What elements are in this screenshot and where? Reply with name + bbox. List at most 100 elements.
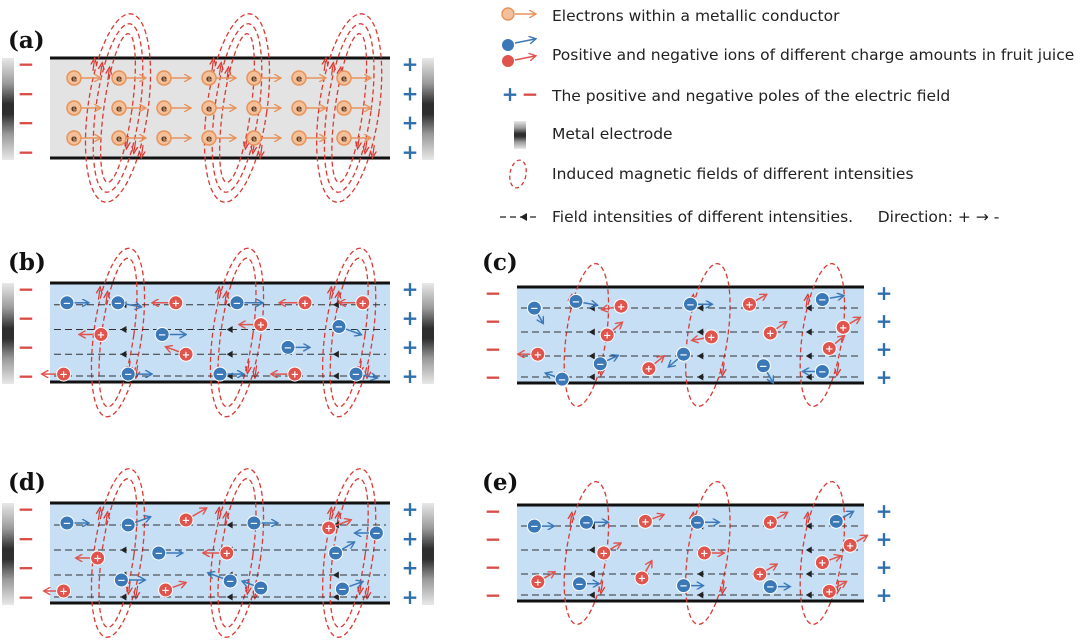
positive-pole-sign: + (402, 111, 419, 135)
legend: Electrons within a metallic conductorPos… (500, 7, 1074, 226)
electron-symbol: e (116, 135, 122, 145)
panel-c: (c)−+−+−+−+−−+−+−++++++−+−−−− (482, 249, 893, 408)
negative-ion-symbol: − (284, 343, 292, 354)
negative-pole-sign: − (485, 583, 502, 607)
metal-electrode-right (422, 58, 434, 160)
negative-ion (689, 514, 705, 530)
negative-ion (814, 363, 830, 379)
panel-e: (e)−+−+−+−+−−+−+−+++++−+−+−+ (482, 469, 893, 626)
positive-ion (168, 295, 184, 311)
negative-ion-symbol: − (372, 529, 380, 540)
negative-ion-symbol: − (575, 579, 583, 590)
negative-ion-symbol: − (216, 370, 224, 381)
negative-ion (348, 366, 364, 382)
positive-pole-sign: + (402, 81, 419, 105)
negative-ion (331, 319, 347, 335)
field-arrowhead (120, 593, 127, 601)
field-arrowhead (332, 372, 339, 380)
magnetic-field-loop (331, 33, 368, 183)
metal-electrode-right (422, 503, 434, 605)
negative-ion-arrow (841, 512, 852, 519)
positive-ion-arrow (166, 347, 180, 352)
magnetic-field-arrow (217, 510, 218, 521)
negative-pole-sign: − (18, 585, 35, 609)
magnetic-field-arrow (129, 581, 130, 591)
legend-negative-ion-icon (502, 39, 514, 51)
magnetic-field-arrow (106, 294, 107, 305)
negative-ion-symbol: − (63, 519, 71, 530)
panel-label: (c) (482, 249, 518, 276)
positive-ion (641, 361, 657, 377)
negative-ion (212, 366, 228, 382)
field-arrowhead (805, 522, 812, 530)
negative-pole-sign: − (18, 140, 35, 164)
legend-electron-icon (501, 7, 515, 21)
legend-text-magnetic: Induced magnetic fields of different int… (552, 165, 914, 183)
positive-pole-sign: + (876, 281, 893, 305)
electron-symbol: e (296, 135, 302, 145)
field-arrowhead (805, 328, 812, 336)
field-arrowhead (226, 326, 233, 333)
field-arrowhead (588, 546, 595, 554)
magnetic-field-arrow (330, 510, 331, 521)
negative-ion (328, 545, 344, 561)
magnetic-field-arrow (217, 290, 218, 300)
negative-pole-sign: − (18, 52, 35, 76)
negative-ion (120, 366, 136, 382)
magnetic-field-arrow (723, 362, 724, 373)
field-arrowhead (120, 326, 127, 333)
positive-pole-sign: + (402, 585, 419, 609)
positive-ion-arrow (775, 513, 786, 520)
positive-ion-symbol: + (638, 574, 646, 585)
positive-ion (355, 295, 371, 311)
positive-ion-symbol: + (645, 364, 653, 375)
negative-pole-sign: − (18, 497, 35, 521)
negative-ion-arrow (546, 373, 556, 376)
negative-ion-symbol: − (679, 350, 687, 361)
positive-ion (821, 583, 837, 599)
magnetic-field-loop (84, 13, 152, 203)
negative-ion-symbol: − (679, 581, 687, 592)
magnetic-field-arrow (219, 66, 220, 76)
negative-ion-symbol: − (759, 361, 767, 372)
positive-ion (56, 583, 72, 599)
positive-ion-symbol: + (301, 298, 309, 309)
magnetic-field-arrow (330, 290, 331, 300)
positive-pole-sign: + (402, 364, 419, 388)
positive-ion-arrow (848, 318, 859, 325)
positive-ion-arrow (191, 509, 206, 518)
positive-ion (634, 570, 650, 586)
negative-ion-symbol: − (818, 367, 826, 378)
positive-ion-arrow (855, 536, 866, 543)
electron-symbol: e (206, 105, 212, 115)
negative-ion-symbol: − (114, 298, 122, 309)
legend-plus-icon: + (502, 82, 519, 106)
positive-ion-symbol: + (257, 320, 265, 331)
negative-pole-sign: − (485, 309, 502, 333)
positive-pole-sign: + (402, 526, 419, 550)
electron-symbol: e (161, 105, 167, 115)
positive-ion-arrow (612, 323, 622, 332)
positive-ion (530, 346, 546, 362)
legend-text-poles: The positive and negative poles of the e… (551, 87, 950, 105)
field-arrowhead (697, 591, 704, 599)
positive-ion (530, 574, 546, 590)
negative-ion-arrow (341, 543, 354, 551)
electron-symbol: e (71, 75, 77, 85)
magnetic-field-loop (217, 257, 257, 408)
negative-ion-symbol: − (352, 370, 360, 381)
negative-pole-sign: − (18, 277, 35, 301)
field-arrowhead (332, 593, 339, 601)
negative-ion-symbol: − (226, 577, 234, 588)
positive-ion-symbol: + (756, 570, 764, 581)
legend-text-electrode: Metal electrode (552, 125, 673, 143)
negative-ion-symbol: − (257, 584, 265, 595)
positive-ion-symbol: + (700, 549, 708, 560)
positive-pole-sign: + (876, 527, 893, 551)
field-arrowhead (226, 521, 233, 529)
negative-ion (222, 573, 238, 589)
negative-ion-arrow (582, 303, 597, 305)
field-arrowhead (697, 352, 704, 360)
positive-ion (762, 325, 778, 341)
